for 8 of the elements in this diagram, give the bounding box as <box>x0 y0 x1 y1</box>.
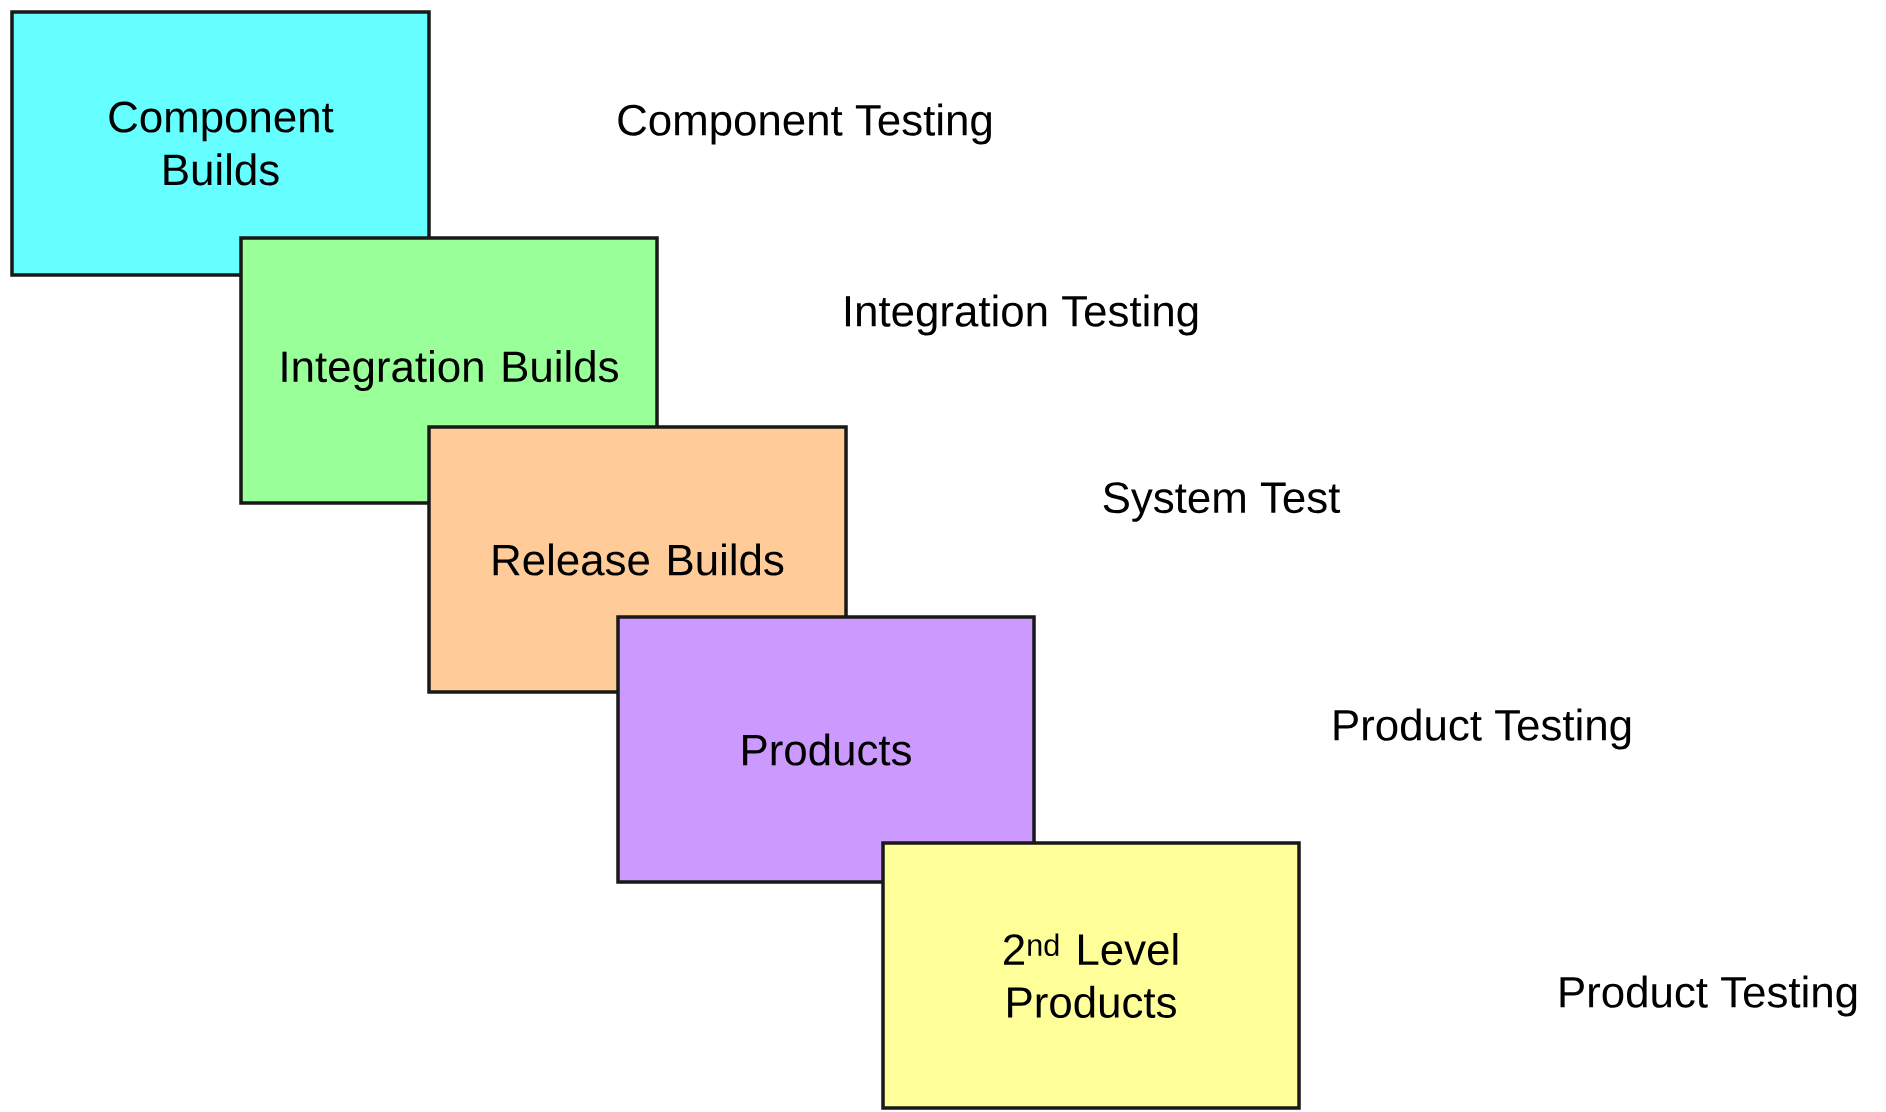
build-box: 2$^{nd}$ Level Products <box>881 841 1301 1110</box>
testing-label: Component Testing <box>618 103 991 145</box>
testing-label: Integration Testing <box>845 294 1198 336</box>
build-box: Products <box>616 615 1036 884</box>
testing-label: System Test <box>1103 482 1341 522</box>
testing-label: Product Testing <box>1334 708 1631 750</box>
testing-label: Product Testing <box>1560 975 1857 1017</box>
build-box: Component Builds <box>10 10 431 277</box>
